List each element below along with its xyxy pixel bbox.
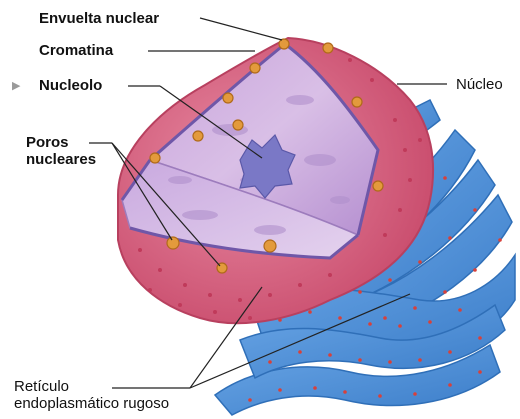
label-reticulo-endoplasmatico: Retículo endoplasmático rugoso <box>14 378 214 412</box>
nuclear-pore <box>323 43 333 53</box>
nuclear-pore <box>150 153 160 163</box>
label-nucleolo: Nucleolo <box>39 77 102 94</box>
nuclear-pore <box>193 131 203 141</box>
triangle-right-icon: ▶ <box>12 79 20 92</box>
label-reticulo-line1: Retículo <box>14 378 214 395</box>
label-poros-line2: nucleares <box>26 151 126 168</box>
label-reticulo-line2: endoplasmático rugoso <box>14 395 214 412</box>
label-cromatina: Cromatina <box>39 42 113 59</box>
nuclear-pore <box>373 181 383 191</box>
label-envuelta-nuclear: Envuelta nuclear <box>39 10 159 27</box>
nuclear-pore <box>279 39 289 49</box>
nuclear-pore <box>167 237 179 249</box>
nuclear-pore <box>352 97 362 107</box>
nuclear-pore <box>233 120 243 130</box>
nuclear-pore <box>223 93 233 103</box>
leader-line <box>200 18 282 40</box>
label-poros-line1: Poros <box>26 134 126 151</box>
nuclear-pore <box>264 240 276 252</box>
label-nucleo: Núcleo <box>456 76 503 93</box>
nuclear-pore <box>250 63 260 73</box>
label-poros-nucleares: Poros nucleares <box>26 134 126 168</box>
